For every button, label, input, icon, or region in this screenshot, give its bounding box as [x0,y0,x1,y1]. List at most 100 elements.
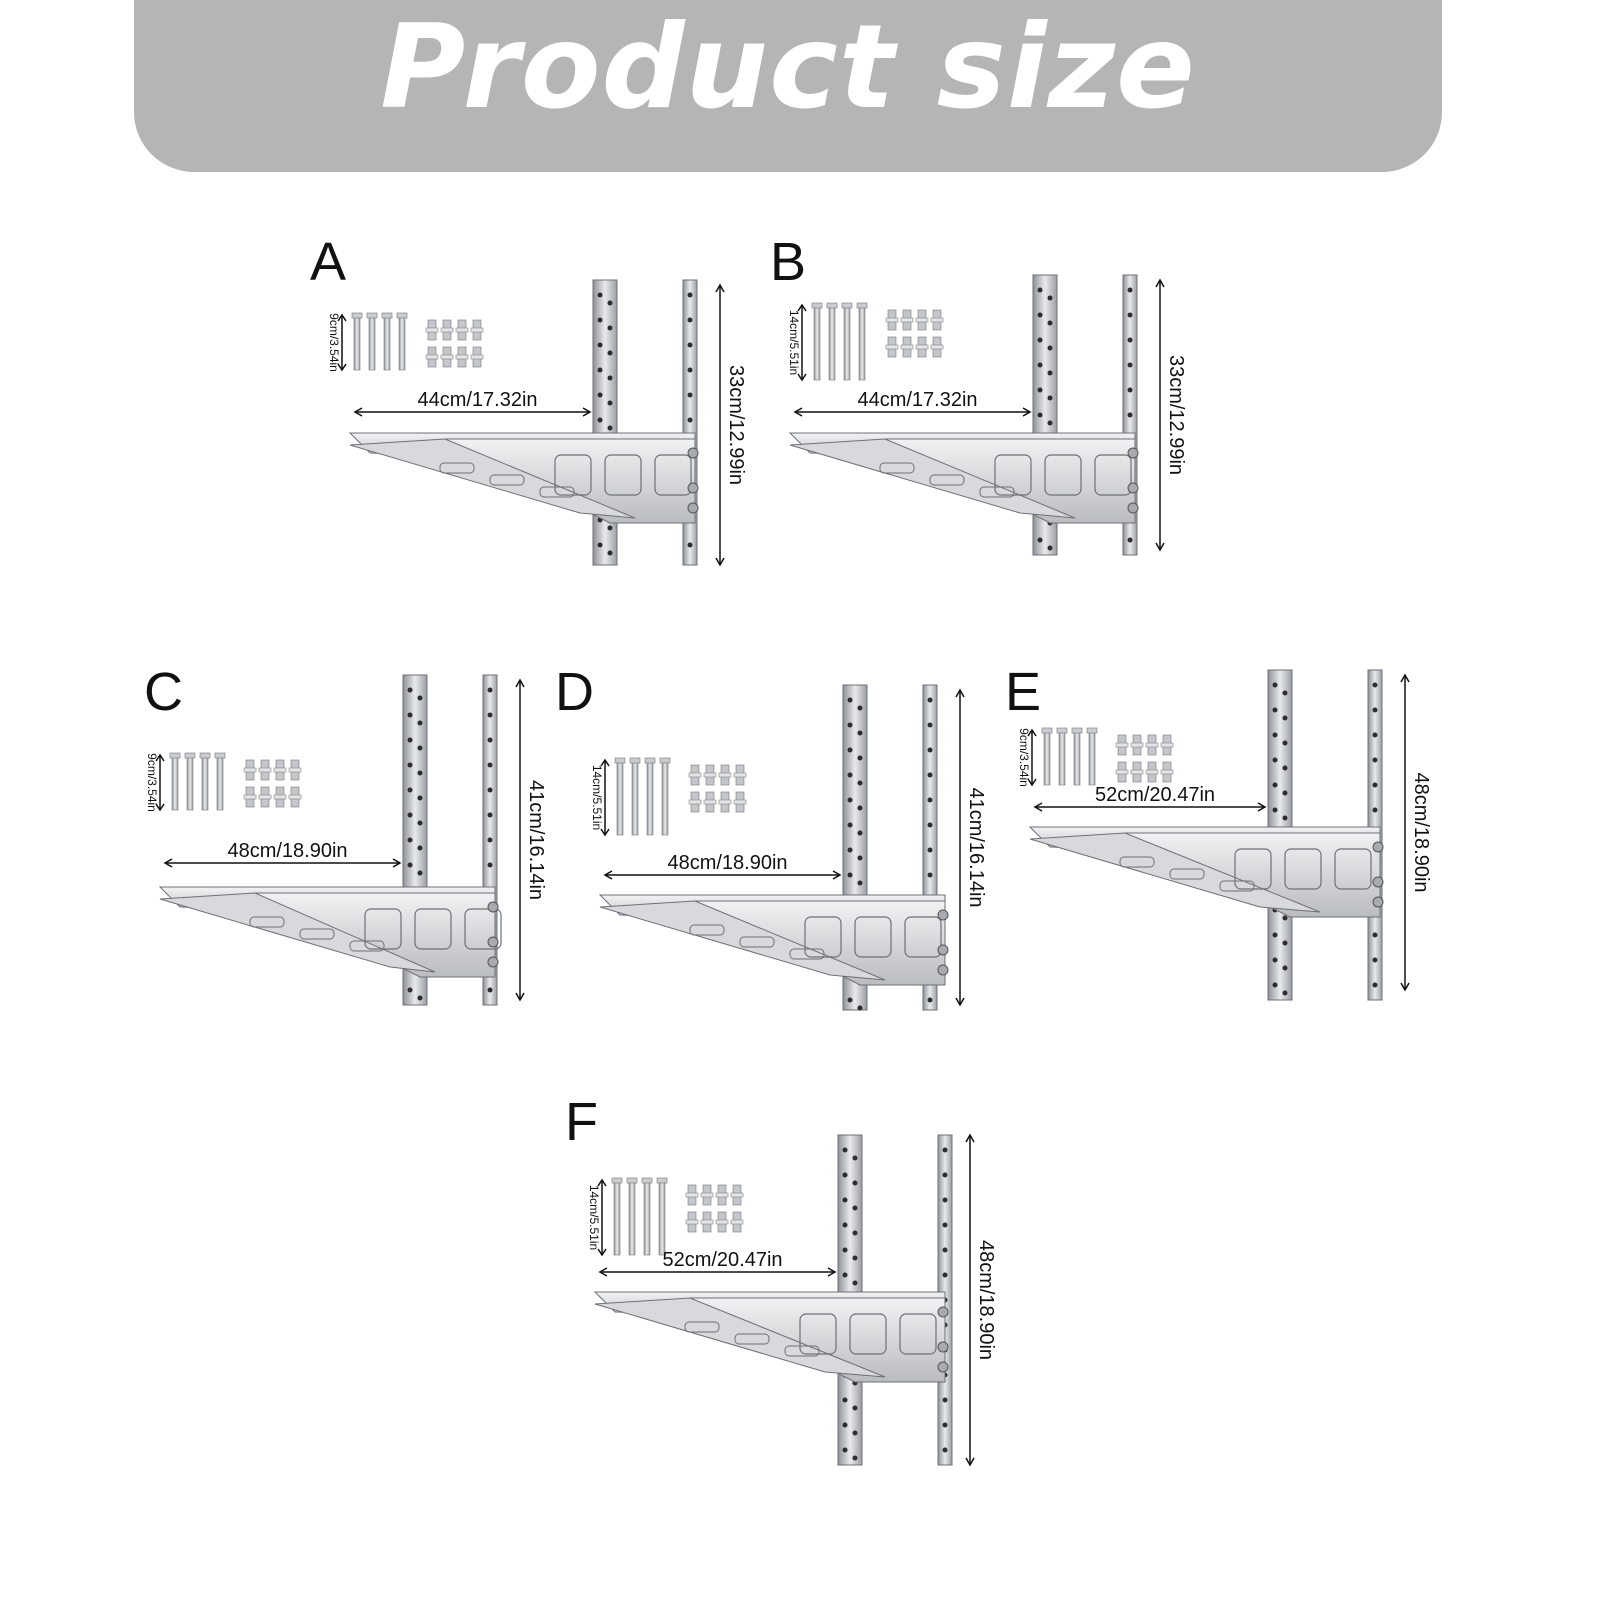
page-title: Product size [380,0,1196,135]
plate-cutout [1334,848,1372,890]
plate-cutout [1284,848,1322,890]
arm-slot [1219,880,1255,892]
arm-length-label: 44cm/17.32in [417,389,537,411]
expansion-screw [858,304,866,381]
mount-bolt [487,956,499,968]
mount-bolt [487,901,499,913]
mount-bolt [937,1361,949,1373]
plate-cutout [849,1313,887,1355]
mount-bolt [1127,447,1139,459]
expansion-screw [828,304,836,381]
mount-bolt [937,1306,949,1318]
arm-length-label: 48cm/18.90in [667,852,787,874]
arm-slot [349,940,385,952]
plate-cutout [799,1313,837,1355]
expansion-screw [813,304,821,381]
expansion-screw [658,1179,666,1256]
plate-cutout [904,916,942,958]
variant-letter: D [555,662,594,722]
height-label: 33cm/12.99in [725,365,747,485]
arm-length-label: 52cm/20.47in [1095,784,1215,806]
mount-bolt [937,944,949,956]
plate-cutout [804,916,842,958]
arm-slot [684,1321,720,1333]
variant-c: C 9cm/3.54in 48cm/18.90in 41cm/16.14in [140,665,560,1025]
mount-bolt [937,964,949,976]
expansion-screw [398,314,406,371]
variant-a: A 9cm/3.54in 44cm/17.32in 33cm/12.99in [310,235,760,590]
height-label: 48cm/18.90in [975,1240,997,1360]
mount-bolt [937,909,949,921]
arm-slot [689,924,725,936]
mount-bolt [687,482,699,494]
plate-cutout [994,454,1032,496]
expansion-screw [1058,729,1066,786]
expansion-screw [1043,729,1051,786]
arm-length-label: 44cm/17.32in [857,389,977,411]
arm-slot [789,948,825,960]
bracket-diagonal [1029,832,1321,913]
mount-bolt [937,1341,949,1353]
expansion-screw [186,754,194,811]
expansion-screw [383,314,391,371]
plate-cutout [1044,454,1082,496]
arm-slot [299,928,335,940]
arm-length-label: 48cm/18.90in [227,840,347,862]
height-label: 33cm/12.99in [1165,355,1187,475]
expansion-screw [1073,729,1081,786]
screw-length-label: 14cm/5.51in [787,310,801,375]
mount-bolt [1127,482,1139,494]
mount-bolt [1372,876,1384,888]
plate-cutout [414,908,452,950]
expansion-screw [353,314,361,371]
bracket-diagonal [159,892,436,973]
arm-slot [249,916,285,928]
expansion-screw [628,1179,636,1256]
bracket-drawing: 9cm/3.54in 44cm/17.32in 33cm/12.99in [327,279,747,567]
variant-letter: F [565,1092,598,1152]
arm-slot [739,936,775,948]
height-label: 41cm/16.14in [965,787,987,907]
screw-length-label: 9cm/3.54in [1017,728,1031,787]
arm-length-label: 52cm/20.47in [662,1249,782,1271]
variant-letter: B [770,232,807,292]
bracket-diagonal [599,900,886,981]
expansion-screw [1088,729,1096,786]
plate-cutout [654,454,692,496]
plate-cutout [554,454,592,496]
expansion-screw [201,754,209,811]
variant-letter: C [144,662,183,722]
height-label: 41cm/16.14in [525,780,547,900]
variant-letter: A [310,232,347,292]
plate-cutout [364,908,402,950]
bracket-drawing: 14cm/5.51in 44cm/17.32in 33cm/12.99in [787,274,1187,556]
plate-cutout [899,1313,937,1355]
arm-slot [979,486,1015,498]
plate-cutout [604,454,642,496]
mount-bolt [487,936,499,948]
expansion-screw [171,754,179,811]
arm-slot [734,1333,770,1345]
expansion-screw [643,1179,651,1256]
expansion-screw [646,759,654,836]
arm-slot [784,1345,820,1357]
mount-bolt [687,502,699,514]
plate-cutout [464,908,502,950]
arm-slot [489,474,525,486]
expansion-screw [368,314,376,371]
expansion-screw [616,759,624,836]
plate-cutout [1234,848,1272,890]
arm-slot [1119,856,1155,868]
screw-length-label: 9cm/3.54in [145,753,159,812]
mount-bolt [1372,896,1384,908]
height-label: 48cm/18.90in [1410,772,1432,892]
arm-slot [539,486,575,498]
plate-cutout [854,916,892,958]
plate-cutout [1094,454,1132,496]
mount-bolt [687,447,699,459]
screw-length-label: 9cm/3.54in [327,313,341,372]
